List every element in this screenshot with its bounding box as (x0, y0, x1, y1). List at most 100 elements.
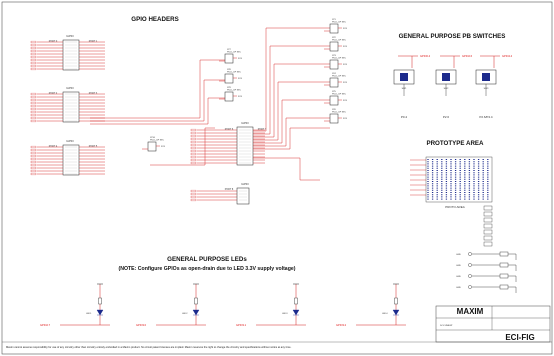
jumper-rail: 3V3 (238, 58, 243, 60)
ground-label: GND (456, 287, 461, 289)
test-point (468, 285, 472, 289)
net-label-flag (30, 151, 37, 155)
net-label-flag (30, 52, 37, 56)
switch-net: GPIO0.4 (420, 54, 431, 58)
pushbutton-switch: GPIO0.4SW1P0.4 (393, 54, 431, 119)
ground-connector (499, 262, 509, 268)
net-label-flag (30, 166, 37, 170)
jumper-function: PULL-UP SEL (227, 72, 242, 74)
ground-connector (499, 251, 509, 257)
jumper-body (224, 91, 234, 102)
jumper-rail: 3V3 (343, 64, 348, 66)
header-name: GPIO (66, 34, 74, 38)
header-port-right: PORT 5 (89, 145, 98, 148)
jumper-ref: JP10 (150, 137, 156, 139)
ground-wire (472, 286, 517, 293)
ground-wire (472, 264, 517, 271)
net-label-flag (30, 104, 37, 108)
header-name: GPIO (241, 121, 249, 125)
net-label-flag (190, 152, 197, 156)
gpio-header-1: GPIO PORT 2 PORT 3 (30, 86, 105, 123)
net-label-flag (30, 58, 37, 62)
led-resistor (194, 297, 198, 305)
jumper-body (329, 41, 339, 52)
led-ref: LED3 (282, 313, 288, 315)
net-label-flag (30, 55, 37, 59)
net-label-flag (190, 131, 197, 135)
ground-connector (499, 284, 509, 290)
net-label-flag (30, 95, 37, 99)
switch-wire (440, 55, 460, 68)
title-block: MAXIM DOCUMENT ECI-FIG Maxim cannot assu… (6, 305, 551, 349)
net-label-flag (30, 101, 37, 105)
net-label-flag (190, 161, 197, 165)
net-label-flag (190, 198, 197, 202)
net-label-flag (30, 107, 37, 111)
led-net: GPIO2.7 (40, 323, 51, 327)
title-block-frame (435, 305, 551, 343)
net-label-flag (30, 119, 37, 123)
leds-note: (NOTE: Configure GPIOs as open-drain due… (119, 266, 296, 272)
jumper-body (224, 53, 234, 64)
jumper-ref: JP4 (332, 73, 337, 75)
jumper-rail: 3V3 (343, 118, 348, 120)
header-port-right: PORT 7 (258, 128, 267, 131)
general-purpose-leds: LED1GPIO2.7LED2GPIO3.0LED3GPIO3.1LED4GPI… (40, 283, 406, 327)
net-label-flag (30, 163, 37, 167)
jumper-body (329, 113, 339, 124)
jumper-rail: 3V3 (238, 96, 243, 98)
header-port-right: PORT 1 (89, 40, 98, 43)
net-label-flag (190, 155, 197, 159)
pushbutton-switch: GPIO4.4SW3P2.6/P4.4 (475, 54, 513, 119)
test-point (468, 274, 472, 278)
switch-label: P0.4 (401, 115, 408, 119)
net-label-flag (30, 46, 37, 50)
jumper-function: PULL-UP SEL (332, 94, 347, 96)
company-logo-text: MAXIM (457, 307, 484, 316)
proto-strip-pad (483, 205, 493, 211)
led-net: GPIO3.2 (336, 323, 347, 327)
header-port-right: PORT 3 (89, 92, 98, 95)
ground-connector (499, 273, 509, 279)
header-port-left: PORT 2 (49, 92, 58, 95)
net-label-flag (190, 192, 197, 196)
switch-label: P2.6 (443, 115, 450, 119)
jumper-ref: JP9 (227, 87, 232, 89)
proto-strip-pad (483, 217, 493, 223)
switch-wire (398, 55, 418, 68)
prototype-area: PROTO AREA (410, 156, 493, 247)
gpio-header-4: GPIO PORT 8 (190, 182, 249, 205)
jumper-body (329, 59, 339, 70)
gpio-header-3: GPIO PORT 6 PORT 7 (190, 121, 267, 166)
net-label-flag (190, 189, 197, 193)
switch-ref: SW1 (402, 88, 408, 90)
led-diode (192, 309, 200, 316)
ground-label: GND (456, 265, 461, 267)
ground-test-points: GND GND GND GND (456, 251, 517, 293)
led-resistor (294, 297, 298, 305)
switch-net: GPIO2.6 (462, 54, 473, 58)
header-body (62, 144, 80, 176)
pushbutton-switch: GPIO2.6SW2P2.6 (435, 54, 473, 119)
pushbutton-switches: GPIO0.4SW1P0.4GPIO2.6SW2P2.6GPIO4.4SW3P2… (393, 54, 513, 119)
jumper-ref: JP8 (227, 69, 232, 71)
led-net: GPIO3.1 (236, 323, 247, 327)
heading-general-purpose-leds: GENERAL PURPOSE LEDs (167, 256, 247, 263)
ground-test-point: GND (456, 273, 517, 282)
header-body (236, 126, 254, 166)
disclaimer-text: Maxim cannot assume responsibility for u… (6, 345, 292, 349)
led-resistor (394, 297, 398, 305)
led-diode (96, 309, 104, 316)
jumper-rail: 3V3 (343, 82, 348, 84)
header-name: GPIO (241, 182, 249, 186)
ground-test-point: GND (456, 284, 517, 293)
jumper-ref: JP1 (332, 19, 337, 21)
gpio-header-2: GPIO PORT 4 PORT 5 (30, 139, 105, 176)
ground-label: GND (456, 254, 461, 256)
